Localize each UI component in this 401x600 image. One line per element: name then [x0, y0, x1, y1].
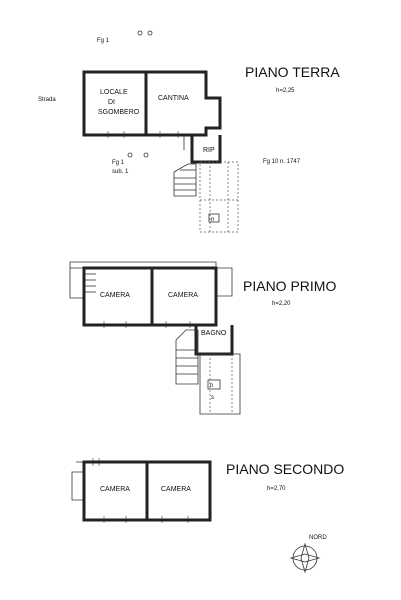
first-marker: n: [210, 383, 213, 389]
compass-needle-icon: [300, 542, 310, 574]
fg-sub-label: Fg 1: [112, 160, 125, 166]
room-label-camera-right: CAMERA: [161, 486, 191, 493]
second-floor-outline: [82, 460, 212, 522]
first-floor-height: h=2,20: [272, 301, 291, 307]
first-floor-title: PIANO PRIMO: [243, 278, 336, 294]
ground-stairs: [173, 163, 197, 197]
survey-mark: [137, 30, 143, 36]
room-label-sgombero: SGOMBERO: [98, 109, 140, 116]
room-label-rip: RIP: [203, 147, 215, 154]
marker-box: [208, 213, 220, 223]
first-left-stairs: [84, 273, 96, 293]
street-label: Strada: [38, 97, 56, 103]
ground-floor-title: PIANO TERRA: [245, 64, 340, 80]
ground-floor-outline: [82, 70, 222, 137]
compass-ring: [292, 545, 318, 571]
room-label-locale: LOCALE: [100, 89, 128, 96]
first-floor-outline: [82, 266, 218, 327]
fg-sub-number: sub. 1: [112, 169, 129, 175]
ground-marker: n: [211, 217, 214, 223]
north-compass: NORD: [289, 535, 327, 574]
fg-right-label: Fg 10 n. 1747: [263, 159, 301, 165]
room-label-bagno: BAGNO: [201, 330, 227, 337]
first-stairs: [175, 329, 199, 385]
second-floor-title: PIANO SECONDO: [226, 461, 344, 477]
room-label-cantina: CANTINA: [158, 95, 189, 102]
room-label-camera-left: CAMERA: [100, 486, 130, 493]
balcony-outline: [199, 353, 241, 415]
courtyard-outline: [199, 161, 239, 233]
room-label-camera-left: CAMERA: [100, 292, 130, 299]
ground-floor-plan: Fg 1 LOCALE DI SGOMBERO CANTI: [38, 30, 340, 233]
survey-mark: [147, 30, 153, 36]
first-floor-plan: CAMERA CAMERA BAGNO n s PIANO PRIMO h=2,…: [69, 261, 336, 415]
ground-floor-height: h=2,25: [276, 88, 295, 94]
second-floor-height: h=2,70: [267, 486, 286, 492]
first-marker-sub: s: [211, 395, 214, 401]
room-label-di: DI: [108, 99, 115, 106]
second-floor-plan: CAMERA CAMERA PIANO SECONDO h=2,70: [71, 458, 344, 523]
fg-top-label: Fg 1: [97, 38, 110, 44]
compass-label: NORD: [309, 535, 327, 541]
room-label-camera-right: CAMERA: [168, 292, 198, 299]
